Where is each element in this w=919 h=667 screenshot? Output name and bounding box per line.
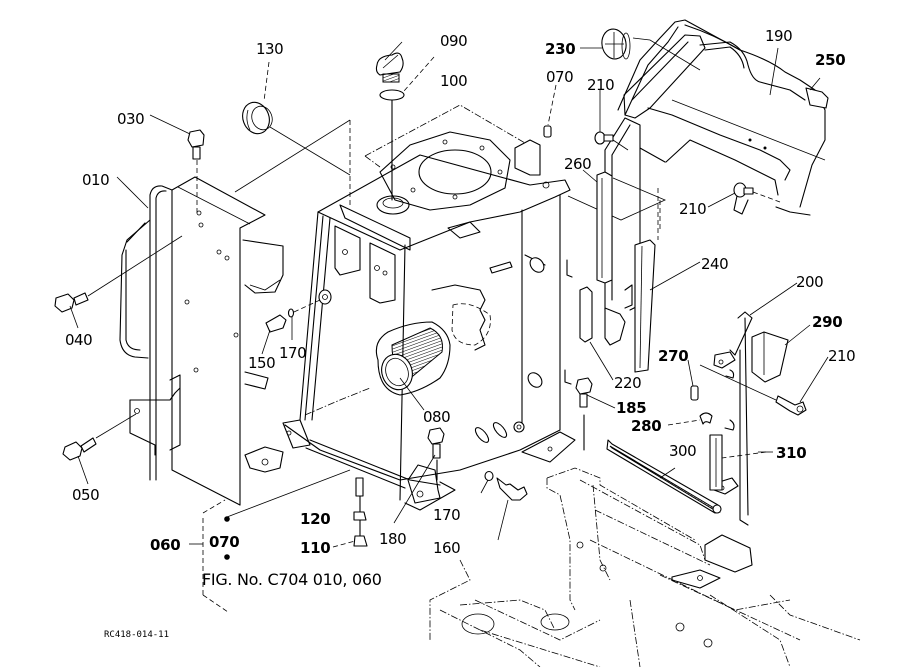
bullet-dot-bottom [224, 554, 230, 560]
callout-190: 190 [765, 27, 792, 45]
callout-200: 200 [796, 273, 823, 291]
cap-230 [601, 28, 631, 60]
stopper-270 [690, 385, 699, 401]
fuel-tank [282, 104, 576, 511]
drawing-code: RC418-014-11 [104, 630, 169, 640]
drain-plug-110-and-nut-120 [353, 477, 368, 547]
callout-230: 230 [545, 40, 575, 58]
callout-070-group: 070 [209, 533, 239, 551]
cover-frame-190 [567, 19, 829, 316]
callout-labels: 030 010 040 050 130 090 100 070 230 210 … [65, 27, 856, 557]
stud-070-top [543, 125, 552, 138]
callout-220: 220 [614, 374, 641, 392]
lower-chassis [429, 467, 861, 667]
bolt-030 [187, 129, 205, 215]
callout-300: 300 [669, 442, 696, 460]
bolt-group-060-bracket [189, 499, 230, 613]
o-ring-100 [379, 89, 405, 101]
callout-280: 280 [631, 417, 661, 435]
callout-040: 040 [65, 331, 92, 349]
callout-240: 240 [701, 255, 728, 273]
bolt-210-right [699, 364, 807, 416]
bracket-310 [709, 434, 723, 491]
fitting-150 [265, 299, 321, 333]
callout-310: 310 [776, 444, 806, 462]
callout-290: 290 [812, 313, 842, 331]
callout-010: 010 [82, 171, 109, 189]
callout-030: 030 [117, 110, 144, 128]
bolt-210-top [594, 131, 629, 151]
left-frame-010 [119, 176, 284, 506]
callout-270: 270 [658, 347, 688, 365]
leader-lines [69, 41, 829, 548]
callout-150: 150 [248, 354, 275, 372]
stay-200 [713, 311, 753, 526]
bolt-040 [54, 235, 183, 313]
bolt-185 [575, 377, 593, 451]
callout-080: 080 [423, 408, 450, 426]
callout-180: 180 [379, 530, 406, 548]
fig-reference: FIG. No. C704 010, 060 [202, 570, 382, 589]
callout-210-top: 210 [587, 76, 614, 94]
cover-block-290 [751, 331, 789, 383]
callout-070-top: 070 [546, 68, 573, 86]
callout-090: 090 [440, 32, 467, 50]
callout-185: 185 [616, 399, 646, 417]
callout-250: 250 [815, 51, 845, 69]
callout-170-lower: 170 [433, 506, 460, 524]
seal-strip-240 [634, 188, 659, 373]
rubber-strip-260 [596, 171, 613, 284]
bolt-210-middle [733, 182, 781, 215]
filler-cap-090 [375, 52, 404, 83]
grommet-alignment-line [234, 119, 351, 193]
callout-260: 260 [564, 155, 591, 173]
bolt-180 [427, 427, 445, 481]
callout-130: 130 [256, 40, 283, 58]
callout-050: 050 [72, 486, 99, 504]
callout-210-middle: 210 [679, 200, 706, 218]
bolt-050 [62, 413, 137, 461]
callout-170-upper: 170 [279, 344, 306, 362]
grommet-leader-line [269, 126, 351, 176]
callout-100: 100 [440, 72, 467, 90]
strainer-080 [375, 321, 451, 396]
cap-leader-line [632, 37, 701, 71]
callout-160: 160 [433, 539, 460, 557]
callout-060: 060 [150, 536, 180, 554]
cushion-220 [579, 286, 626, 346]
callout-210-right: 210 [828, 347, 855, 365]
callout-110: 110 [300, 539, 330, 557]
bullet-dot-top [224, 516, 230, 522]
seal-rubber-300 [606, 439, 722, 514]
callout-120: 120 [300, 510, 330, 528]
clamp-280 [699, 412, 713, 425]
drain-cock-160 [484, 470, 528, 501]
grommet-130 [242, 101, 273, 135]
